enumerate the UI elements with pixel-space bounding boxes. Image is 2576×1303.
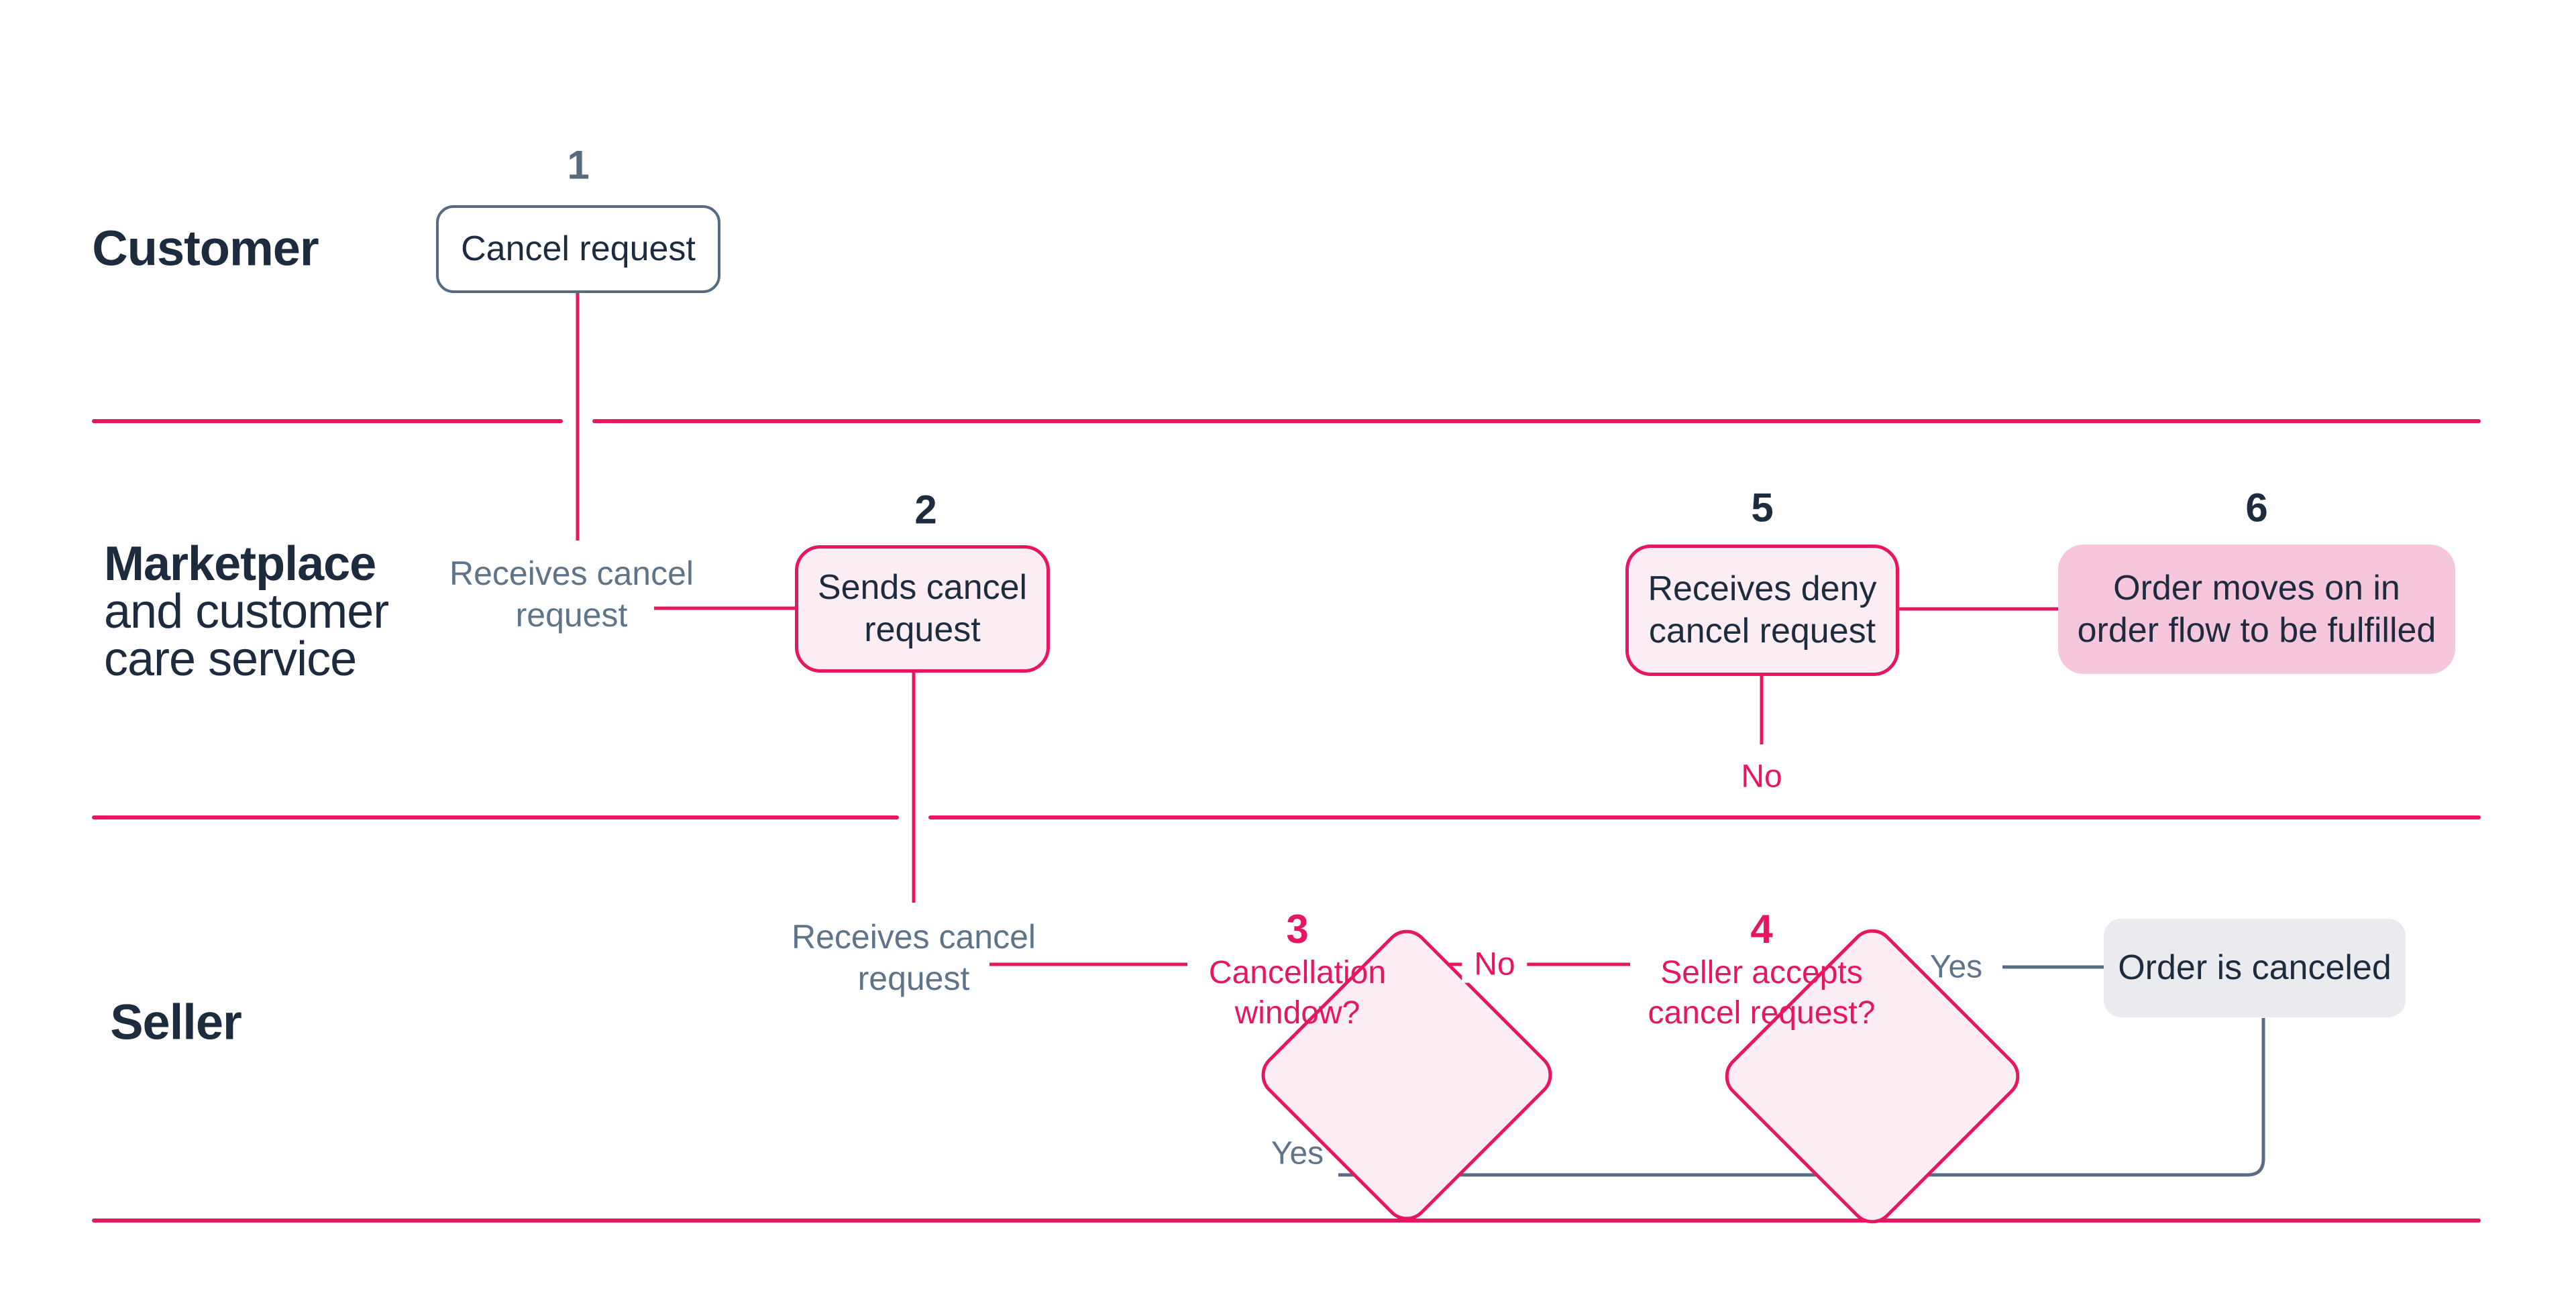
lane-label-customer: Customer [92,220,319,276]
edge-label-yes-step4-canceled: Yes [1929,949,1983,985]
decision-seller-accepts: 4 Seller accepts cancel request? [1621,906,1902,1033]
node-order-moves-on: Order moves on in order flow to be fulfi… [2058,545,2455,674]
step-number-6: 6 [2245,485,2268,530]
edge-label-yes-step3-canceled: Yes [1271,1135,1324,1172]
lane-label-seller: Seller [110,994,242,1050]
lane-label-marketplace-subtitle: and customer care service [104,585,389,686]
lane-label-marketplace-title: Marketplace [104,537,376,591]
connector-step3-yes-to-canceled [1338,1018,2265,1177]
decision-seller-accepts-label: Seller accepts cancel request? [1648,955,1876,1031]
step-number-2: 2 [914,487,937,532]
node-sends-cancel-request: Sends cancel request [795,545,1050,673]
node-receives-deny-cancel-request: Receives deny cancel request [1625,545,1899,676]
step-number-5: 5 [1751,485,1774,530]
step-number-1: 1 [567,142,590,188]
node-cancel-request: Cancel request [436,205,720,293]
edge-label-no-step4-step5: No [1741,758,1782,795]
decision-cancellation-window-label: Cancellation window? [1208,955,1387,1031]
decision-cancellation-window: 3 Cancellation window? [1170,906,1425,1033]
lane-label-marketplace: Marketplace and customer care service [104,537,389,686]
annotation-receives-cancel-request-seller: Receives cancel request [791,918,1036,997]
step-number-3: 3 [1286,907,1309,952]
node-order-is-canceled: Order is canceled [2104,919,2406,1017]
step-number-4: 4 [1750,907,1773,952]
edge-label-no-step3-step4: No [1462,946,1527,983]
annotation-receives-cancel-request-marketplace: Receives cancel request [449,555,694,634]
